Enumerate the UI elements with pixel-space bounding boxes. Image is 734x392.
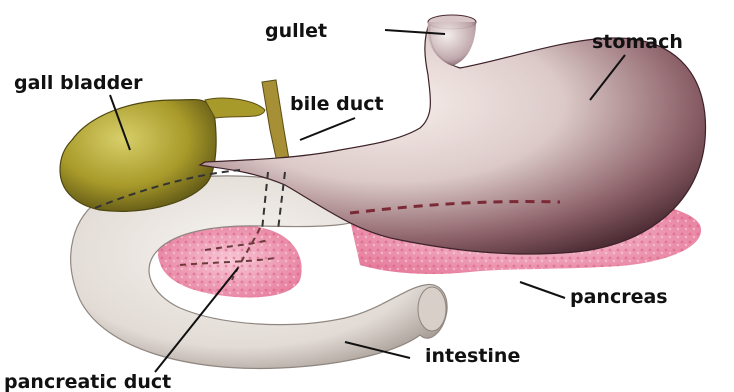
- label-intestine: intestine: [425, 345, 520, 367]
- label-bile-duct: bile duct: [290, 93, 384, 115]
- gall-bladder-shape: [60, 100, 216, 212]
- bile-duct-shape: [205, 80, 290, 167]
- label-stomach: stomach: [592, 31, 683, 53]
- leader-pancreas: [520, 282, 565, 298]
- label-gall-bladder: gall bladder: [14, 72, 143, 94]
- label-pancreatic-duct: pancreatic duct: [4, 371, 171, 392]
- label-pancreas: pancreas: [570, 286, 668, 308]
- label-gullet: gullet: [265, 20, 327, 42]
- leader-bile-duct: [300, 118, 355, 140]
